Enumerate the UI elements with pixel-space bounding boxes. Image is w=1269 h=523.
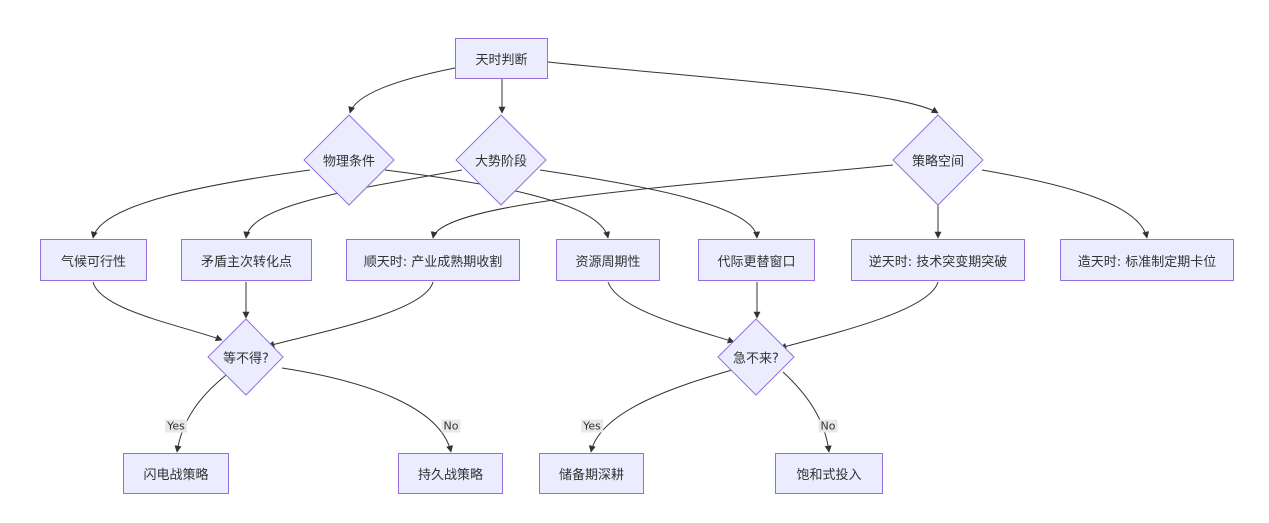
edge-nitianshi-jibulai — [779, 281, 939, 350]
edge-root-celue — [547, 61, 939, 114]
edge-label-yes-1: Yes — [165, 419, 187, 433]
decision-jibulai-label: 急不来? — [733, 351, 779, 367]
decision-celue-shape — [892, 114, 984, 206]
node-maodun: 矛盾主次转化点 — [181, 239, 312, 281]
edge-label-no-1: No — [441, 419, 461, 433]
decision-dashi-label: 大势阶段 — [474, 154, 528, 170]
decision-wuli-shape — [303, 114, 395, 206]
edge-root-wuli — [348, 67, 456, 114]
node-chubei: 储备期深耕 — [539, 453, 644, 494]
decision-dashi-shape — [455, 114, 547, 206]
edge-dengbude-chijiu — [281, 367, 453, 453]
node-shandian: 闪电战策略 — [123, 453, 229, 494]
node-daiji: 代际更替窗口 — [698, 239, 815, 281]
decision-dengbude-shape — [207, 318, 284, 396]
edge-jibulai-chubei — [588, 369, 733, 453]
edge-wuli-qihou — [90, 169, 311, 239]
node-chijiu: 持久战策略 — [398, 453, 503, 494]
node-nitianshi: 逆天时: 技术突变期突破 — [851, 239, 1025, 281]
edge-celue-shuntianshi — [430, 164, 894, 239]
edge-celue-zaotianshi — [981, 169, 1150, 239]
edge-qihou-dengbude — [92, 281, 223, 342]
decision-jibulai-shape — [717, 318, 795, 396]
decision-dengbude-label: 等不得? — [223, 351, 269, 367]
edge-ziyuan-jibulai — [607, 281, 735, 344]
decision-celue-label: 策略空间 — [911, 154, 965, 170]
node-shuntianshi: 顺天时: 产业成熟期收割 — [346, 239, 520, 281]
edge-label-no-2: No — [818, 419, 838, 433]
edge-dashi-maodun — [243, 169, 463, 239]
node-root: 天时判断 — [455, 38, 548, 79]
node-ziyuan: 资源周期性 — [556, 239, 660, 281]
node-qihou: 气候可行性 — [40, 239, 147, 281]
edge-dengbude-shandian — [174, 371, 231, 453]
node-zaotianshi: 造天时: 标准制定期卡位 — [1060, 239, 1234, 281]
edge-jibulai-baohe — [782, 371, 832, 453]
edge-label-yes-2: Yes — [581, 419, 603, 433]
edge-dashi-daiji — [539, 169, 761, 239]
decision-wuli-label: 物理条件 — [322, 154, 376, 170]
node-baohe: 饱和式投入 — [775, 453, 883, 494]
edge-shuntianshi-dengbude — [267, 281, 434, 348]
edge-wuli-ziyuan — [384, 169, 611, 239]
